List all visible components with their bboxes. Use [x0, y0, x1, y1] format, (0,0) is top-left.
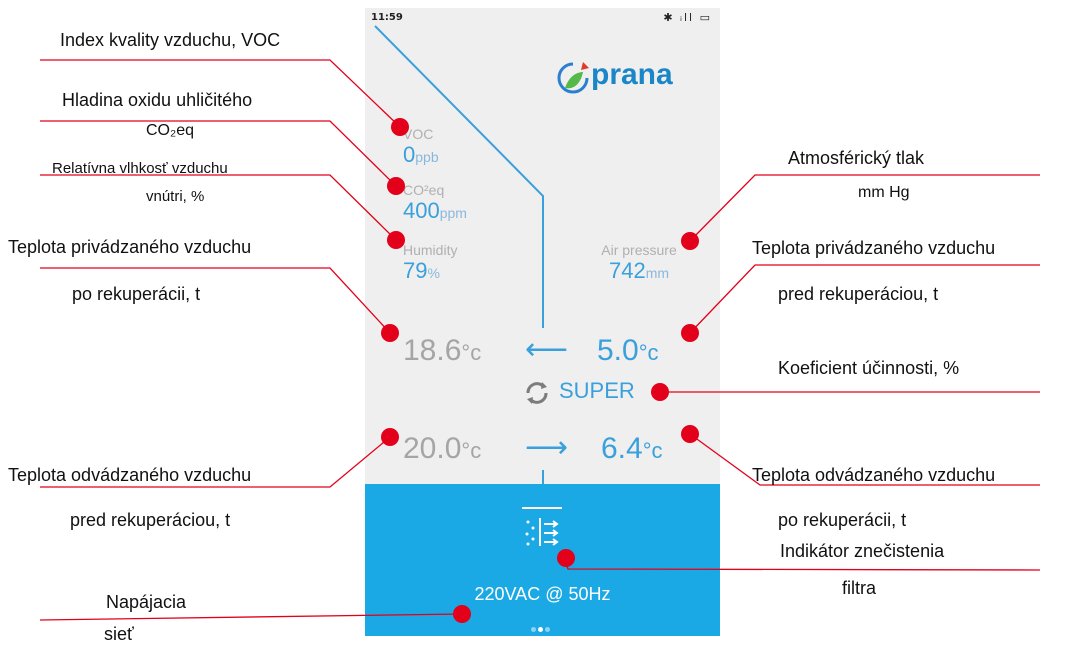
temp-unit: c — [647, 340, 659, 365]
marker-supply-after — [381, 324, 399, 342]
annotation-humidity-1: Relatívna vlhkosť vzduchu — [52, 160, 228, 177]
annotation-exhaust-before-1: Teplota odvádzaného vzduchu — [8, 465, 252, 485]
status-icons: ✱ ᵢll ▭ — [663, 11, 712, 24]
humidity-reading: Humidity 79% — [403, 242, 457, 284]
temp-exhaust-after: 6.4°c — [601, 432, 663, 466]
temp-exhaust-before: 20.0°c — [403, 432, 481, 466]
temp-supply-after-value: 18.6 — [403, 334, 462, 367]
voc-unit: ppb — [415, 149, 439, 165]
marker-supply-before — [681, 324, 699, 342]
marker-voc — [391, 118, 409, 136]
humidity-unit: % — [427, 265, 440, 281]
humidity-value: 79 — [403, 258, 428, 283]
annotation-co2-title: Hladina oxidu uhličitého — [62, 90, 253, 110]
co2-value: 400 — [403, 198, 440, 223]
marker-efficiency — [651, 383, 669, 401]
degree-mark: ° — [642, 438, 652, 463]
pressure-reading: Air pressure 742mm — [585, 242, 693, 284]
arrow-right-icon: ⟶ — [525, 430, 569, 465]
temp-exhaust-after-value: 6.4 — [601, 432, 643, 465]
power-label: 220VAC @ 50Hz — [474, 584, 611, 604]
annotation-filter-1: Indikátor znečistenia — [780, 541, 945, 561]
temp-unit: c — [470, 340, 482, 365]
control-panel[interactable]: 220VAC @ 50Hz — [365, 484, 720, 636]
marker-humidity — [387, 231, 405, 249]
recuperation-cycle-icon — [526, 382, 548, 404]
degree-mark: ° — [461, 438, 471, 463]
voc-label: VOC — [403, 126, 434, 142]
temp-supply-before: 5.0°c — [597, 334, 659, 368]
annotation-voc: Index kvality vzduchu, VOC — [60, 30, 281, 50]
marker-exhaust-before — [381, 428, 399, 446]
voc-reading: VOC 0ppb — [403, 126, 439, 168]
temp-unit: c — [651, 438, 663, 463]
annotation-pressure-1: Atmosférický tlak — [788, 148, 925, 168]
degree-mark: ° — [461, 340, 471, 365]
temp-supply-before-value: 5.0 — [597, 334, 639, 367]
page-indicator[interactable] — [531, 617, 552, 636]
annotation-efficiency: Koeficient účinnosti, % — [778, 358, 960, 378]
degree-mark: ° — [638, 340, 648, 365]
temp-unit: c — [470, 438, 482, 463]
marker-co2 — [387, 177, 405, 195]
humidity-label: Humidity — [403, 242, 458, 258]
annotation-supply-after-1: Teplota privádzaného vzduchu — [8, 237, 252, 257]
prana-logo-icon — [557, 62, 589, 94]
status-time: 11:59 — [371, 12, 403, 23]
page-dot[interactable] — [545, 627, 550, 632]
page-dot-active[interactable] — [538, 627, 543, 632]
pressure-label: Air pressure — [601, 242, 677, 258]
co2-unit: ppm — [439, 205, 467, 221]
filter-indicator-icon[interactable] — [522, 506, 562, 550]
annotation-humidity-2: vnútri, % — [146, 188, 205, 205]
co2-label: CO²eq — [403, 182, 445, 198]
annotation-exhaust-before-2: pred rekuperáciou, t — [70, 510, 231, 530]
annotation-supply-after-2: po rekuperácii, t — [72, 284, 201, 304]
annotation-power-2: sieť — [104, 624, 134, 644]
annotation-supply-before-2: pred rekuperáciou, t — [778, 284, 939, 304]
marker-exhaust-after — [681, 425, 699, 443]
annotation-filter-2: filtra — [842, 578, 877, 598]
marker-power — [453, 605, 471, 623]
annotation-power-1: Napájacia — [106, 592, 187, 612]
pressure-unit: mm — [645, 265, 670, 281]
status-bar: 11:59 ✱ ᵢll ▭ — [365, 8, 720, 28]
brand-name: prana — [591, 58, 673, 91]
annotation-exhaust-after-1: Teplota odvádzaného vzduchu — [752, 465, 996, 485]
annotation-exhaust-after-2: po rekuperácii, t — [778, 510, 907, 530]
annotation-pressure-2: mm Hg — [858, 184, 910, 201]
marker-filter — [557, 549, 575, 567]
temp-supply-after: 18.6°c — [403, 334, 481, 368]
arrow-left-icon: ⟵ — [525, 332, 569, 367]
co2-reading: CO²eq 400ppm — [403, 182, 467, 224]
pressure-value: 742 — [608, 258, 646, 283]
annotation-supply-before-1: Teplota privádzaného vzduchu — [752, 238, 996, 258]
phone-screen: 11:59 ✱ ᵢll ▭ prana VOC 0ppb CO²eq 400pp… — [365, 8, 720, 636]
voc-value: 0 — [403, 142, 416, 167]
airflow-line — [374, 25, 544, 484]
temp-exhaust-before-value: 20.0 — [403, 432, 462, 465]
efficiency-label: SUPER — [559, 378, 635, 403]
annotation-co2-sub: CO₂eq — [146, 122, 195, 139]
page-dot[interactable] — [531, 627, 536, 632]
marker-pressure — [681, 232, 699, 250]
